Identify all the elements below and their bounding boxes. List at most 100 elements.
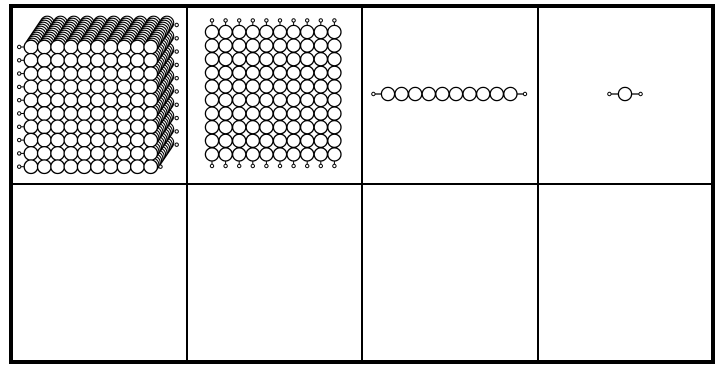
bead <box>38 120 52 134</box>
bead <box>233 53 246 66</box>
bead <box>504 87 517 100</box>
wire-knob <box>265 19 268 22</box>
bead <box>246 121 259 134</box>
bead <box>205 80 218 93</box>
empty-answer-box <box>14 187 184 359</box>
bead <box>38 160 52 174</box>
bead <box>64 147 78 161</box>
bead <box>314 53 327 66</box>
bead <box>233 39 246 52</box>
bead <box>219 25 232 38</box>
bead <box>246 80 259 93</box>
bead <box>144 40 158 54</box>
bead <box>117 160 131 174</box>
bead <box>273 107 286 120</box>
bead <box>260 121 273 134</box>
bead <box>205 93 218 106</box>
bead <box>260 66 273 79</box>
wire-knob <box>210 164 213 167</box>
bead <box>314 66 327 79</box>
bead <box>314 107 327 120</box>
bead <box>287 25 300 38</box>
wire-knob <box>18 138 21 141</box>
bead <box>144 160 158 174</box>
wire-knob <box>175 77 178 80</box>
bead <box>77 133 91 147</box>
wire-knob <box>278 19 281 22</box>
empty-answer-box <box>190 187 359 359</box>
bead <box>233 25 246 38</box>
wire-knob <box>175 103 178 106</box>
bead <box>144 120 158 134</box>
bead <box>328 39 341 52</box>
bead <box>77 93 91 107</box>
bead <box>144 67 158 81</box>
bead <box>205 66 218 79</box>
bead <box>301 148 314 161</box>
bead <box>301 134 314 147</box>
bead <box>219 53 232 66</box>
bead <box>233 80 246 93</box>
bead <box>24 67 38 81</box>
bead <box>301 53 314 66</box>
bead <box>246 134 259 147</box>
wire-knob <box>18 165 21 168</box>
wire-knob <box>251 164 254 167</box>
bead <box>117 147 131 161</box>
bead <box>477 87 490 100</box>
bead <box>287 148 300 161</box>
bead <box>233 148 246 161</box>
bead <box>328 66 341 79</box>
wire-knob <box>18 125 21 128</box>
bead <box>24 40 38 54</box>
wire-knob <box>18 85 21 88</box>
bead <box>51 120 65 134</box>
bead <box>246 66 259 79</box>
bead <box>104 40 118 54</box>
bead <box>24 93 38 107</box>
bead <box>260 148 273 161</box>
wire-knob <box>175 63 178 66</box>
wire-knob <box>175 116 178 119</box>
wire-knob <box>265 164 268 167</box>
bead <box>104 54 118 68</box>
wire-knob <box>278 164 281 167</box>
bead <box>273 80 286 93</box>
wire-knob <box>224 164 227 167</box>
bead <box>260 93 273 106</box>
bead <box>205 53 218 66</box>
bead <box>273 93 286 106</box>
bead <box>449 87 462 100</box>
bead <box>64 133 78 147</box>
bead <box>490 87 503 100</box>
wire-knob <box>18 112 21 115</box>
bead <box>287 121 300 134</box>
wire-knob <box>238 164 241 167</box>
bead <box>117 133 131 147</box>
bead <box>144 80 158 94</box>
bead <box>77 80 91 94</box>
bead <box>77 160 91 174</box>
bead <box>301 25 314 38</box>
bead <box>64 67 78 81</box>
bead <box>38 40 52 54</box>
bead <box>104 147 118 161</box>
bead <box>51 54 65 68</box>
bead <box>64 107 78 121</box>
bead <box>287 134 300 147</box>
bead <box>38 54 52 68</box>
bead <box>246 93 259 106</box>
wire-knob <box>18 99 21 102</box>
bead <box>314 80 327 93</box>
bead <box>144 93 158 107</box>
cell-bottom-hundred <box>190 187 359 359</box>
bead <box>64 54 78 68</box>
bead <box>233 134 246 147</box>
bead <box>260 80 273 93</box>
bead <box>38 107 52 121</box>
wire-knob <box>224 19 227 22</box>
bead <box>131 54 145 68</box>
wire-knob <box>251 19 254 22</box>
bead <box>219 134 232 147</box>
wire-knob <box>292 164 295 167</box>
